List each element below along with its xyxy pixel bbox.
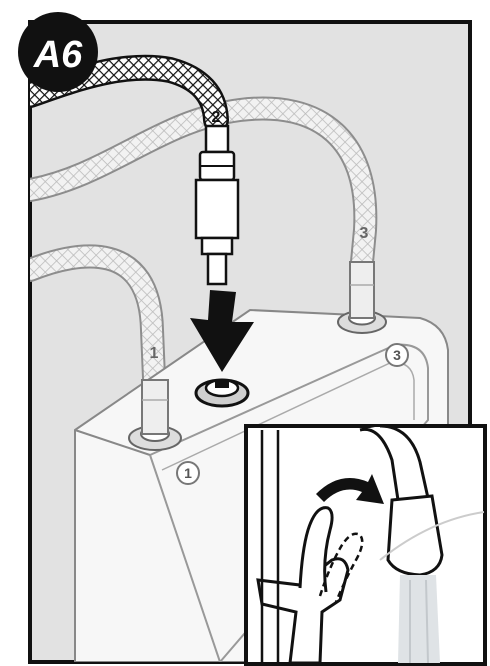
inset-faucet	[246, 426, 485, 664]
svg-text:1: 1	[184, 465, 192, 481]
water-stream	[398, 575, 440, 663]
svg-text:3: 3	[393, 347, 401, 363]
hose-1-label: 1	[150, 345, 159, 362]
svg-text:A6: A6	[33, 34, 83, 76]
hose-2-label: 2	[212, 109, 221, 126]
step-badge: A6	[18, 12, 98, 92]
hose-3-label: 3	[360, 225, 369, 242]
port-3-number: 3	[386, 344, 408, 366]
port-1-number: 1	[177, 462, 199, 484]
port-2-target	[196, 380, 248, 406]
